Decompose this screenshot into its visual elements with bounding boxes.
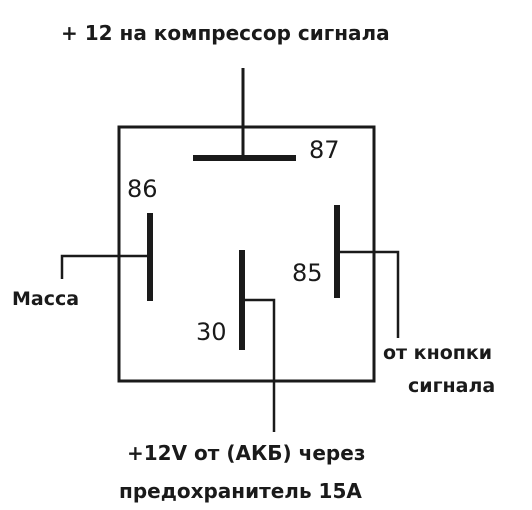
button-label-line2: сигнала [408,375,495,397]
battery-label-line2: предохранитель 15А [119,479,362,503]
button-label-line1: от кнопки [383,342,492,364]
ground-label: Масса [12,288,79,310]
battery-label-line1: +12V от (АКБ) через [127,441,365,465]
pin-87-label: 87 [309,136,340,164]
pin-85-label: 85 [292,259,323,287]
relay-housing [117,125,376,383]
pin-85-wire [337,250,400,338]
pin-86-label: 86 [127,175,158,203]
pin-30-wire [242,298,276,432]
top-label: + 12 на компрессор сигнала [61,21,390,45]
pin-86-wire [60,254,150,279]
pin-30-label: 30 [196,318,227,346]
